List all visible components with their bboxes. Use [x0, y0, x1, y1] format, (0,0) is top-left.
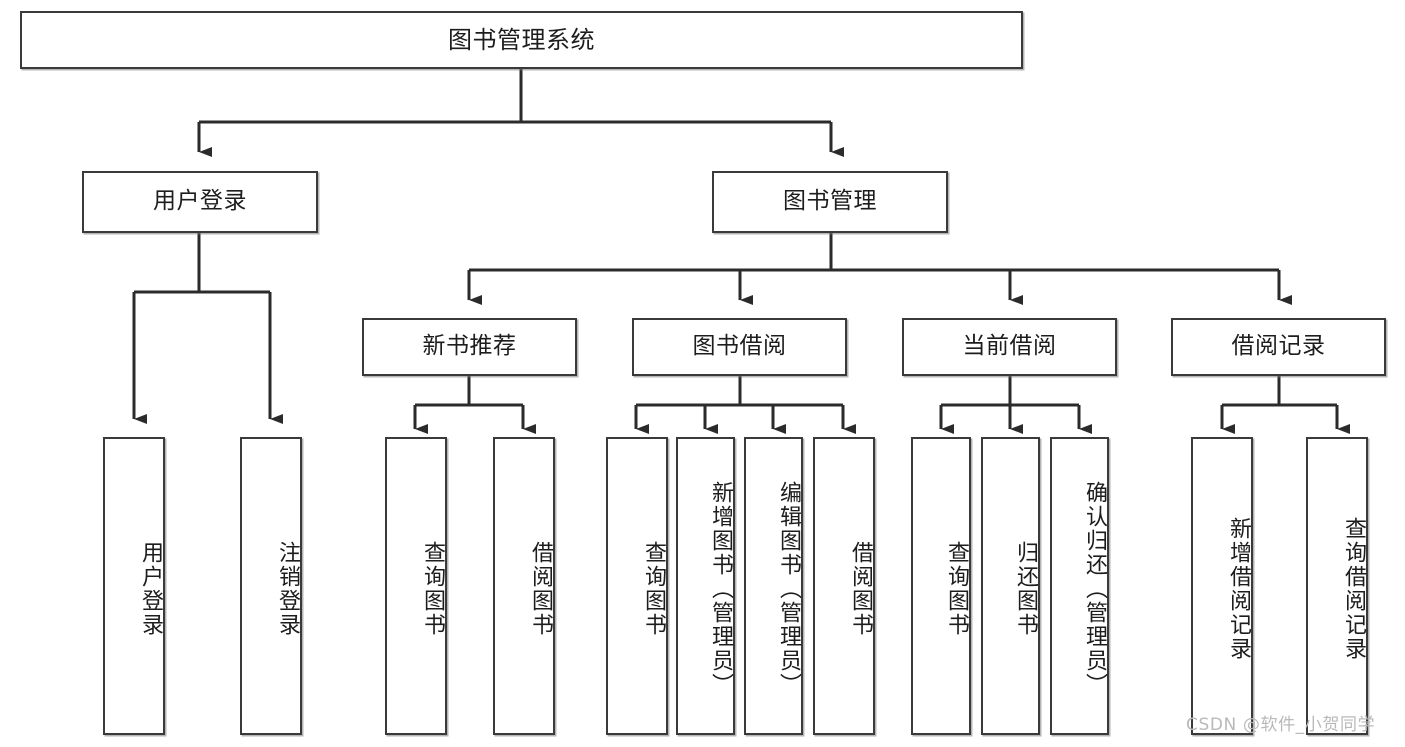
node-book-management-label: 图书管理 — [783, 188, 877, 215]
node-root-book-management-system[interactable]: 图书管理系统 — [20, 11, 1023, 69]
leaf-book-borrow-edit[interactable]: 编辑图书（管理员） — [744, 437, 803, 735]
node-book-management[interactable]: 图书管理 — [712, 171, 948, 233]
leaf-user-login-login-label: 用户登录 — [138, 541, 163, 637]
leaf-current-borrow-return-label: 归还图书 — [1013, 541, 1038, 637]
leaf-current-borrow-return[interactable]: 归还图书 — [981, 437, 1040, 735]
leaf-current-borrow-query[interactable]: 查询图书 — [911, 437, 971, 735]
node-current-borrow[interactable]: 当前借阅 — [902, 318, 1117, 376]
node-book-borrow[interactable]: 图书借阅 — [632, 318, 847, 376]
leaf-new-book-query-label: 查询图书 — [420, 541, 445, 637]
leaf-current-borrow-confirm-return[interactable]: 确认归还（管理员） — [1050, 437, 1109, 735]
leaf-book-borrow-borrow[interactable]: 借阅图书 — [813, 437, 875, 735]
leaf-borrow-record-add[interactable]: 新增借阅记录 — [1191, 437, 1253, 735]
leaf-book-borrow-add[interactable]: 新增图书（管理员） — [676, 437, 735, 735]
leaf-borrow-record-query[interactable]: 查询借阅记录 — [1306, 437, 1368, 735]
node-root-label: 图书管理系统 — [448, 25, 595, 54]
leaf-current-borrow-query-label: 查询图书 — [944, 541, 969, 637]
leaf-user-login-login[interactable]: 用户登录 — [103, 437, 165, 735]
node-user-login-label: 用户登录 — [153, 188, 247, 215]
node-book-borrow-label: 图书借阅 — [692, 333, 787, 360]
leaf-book-borrow-query[interactable]: 查询图书 — [606, 437, 668, 735]
leaf-new-book-borrow-label: 借阅图书 — [528, 541, 553, 637]
leaf-borrow-record-query-label: 查询借阅记录 — [1341, 517, 1366, 661]
node-new-book-recommend[interactable]: 新书推荐 — [362, 318, 577, 376]
leaf-borrow-record-add-label: 新增借阅记录 — [1226, 517, 1251, 661]
node-borrow-record[interactable]: 借阅记录 — [1171, 318, 1386, 376]
leaf-book-borrow-edit-label: 编辑图书（管理员） — [776, 481, 801, 697]
leaf-user-login-logout-label: 注销登录 — [275, 541, 300, 637]
leaf-user-login-logout[interactable]: 注销登录 — [240, 437, 302, 735]
node-new-book-recommend-label: 新书推荐 — [422, 333, 517, 360]
node-user-login[interactable]: 用户登录 — [82, 171, 318, 233]
leaf-book-borrow-query-label: 查询图书 — [641, 541, 666, 637]
leaf-new-book-borrow[interactable]: 借阅图书 — [493, 437, 555, 735]
leaf-book-borrow-add-label: 新增图书（管理员） — [708, 481, 733, 697]
leaf-new-book-query[interactable]: 查询图书 — [385, 437, 447, 735]
leaf-current-borrow-confirm-return-label: 确认归还（管理员） — [1082, 481, 1107, 697]
node-borrow-record-label: 借阅记录 — [1231, 333, 1326, 360]
leaf-book-borrow-borrow-label: 借阅图书 — [848, 541, 873, 637]
node-current-borrow-label: 当前借阅 — [962, 333, 1057, 360]
